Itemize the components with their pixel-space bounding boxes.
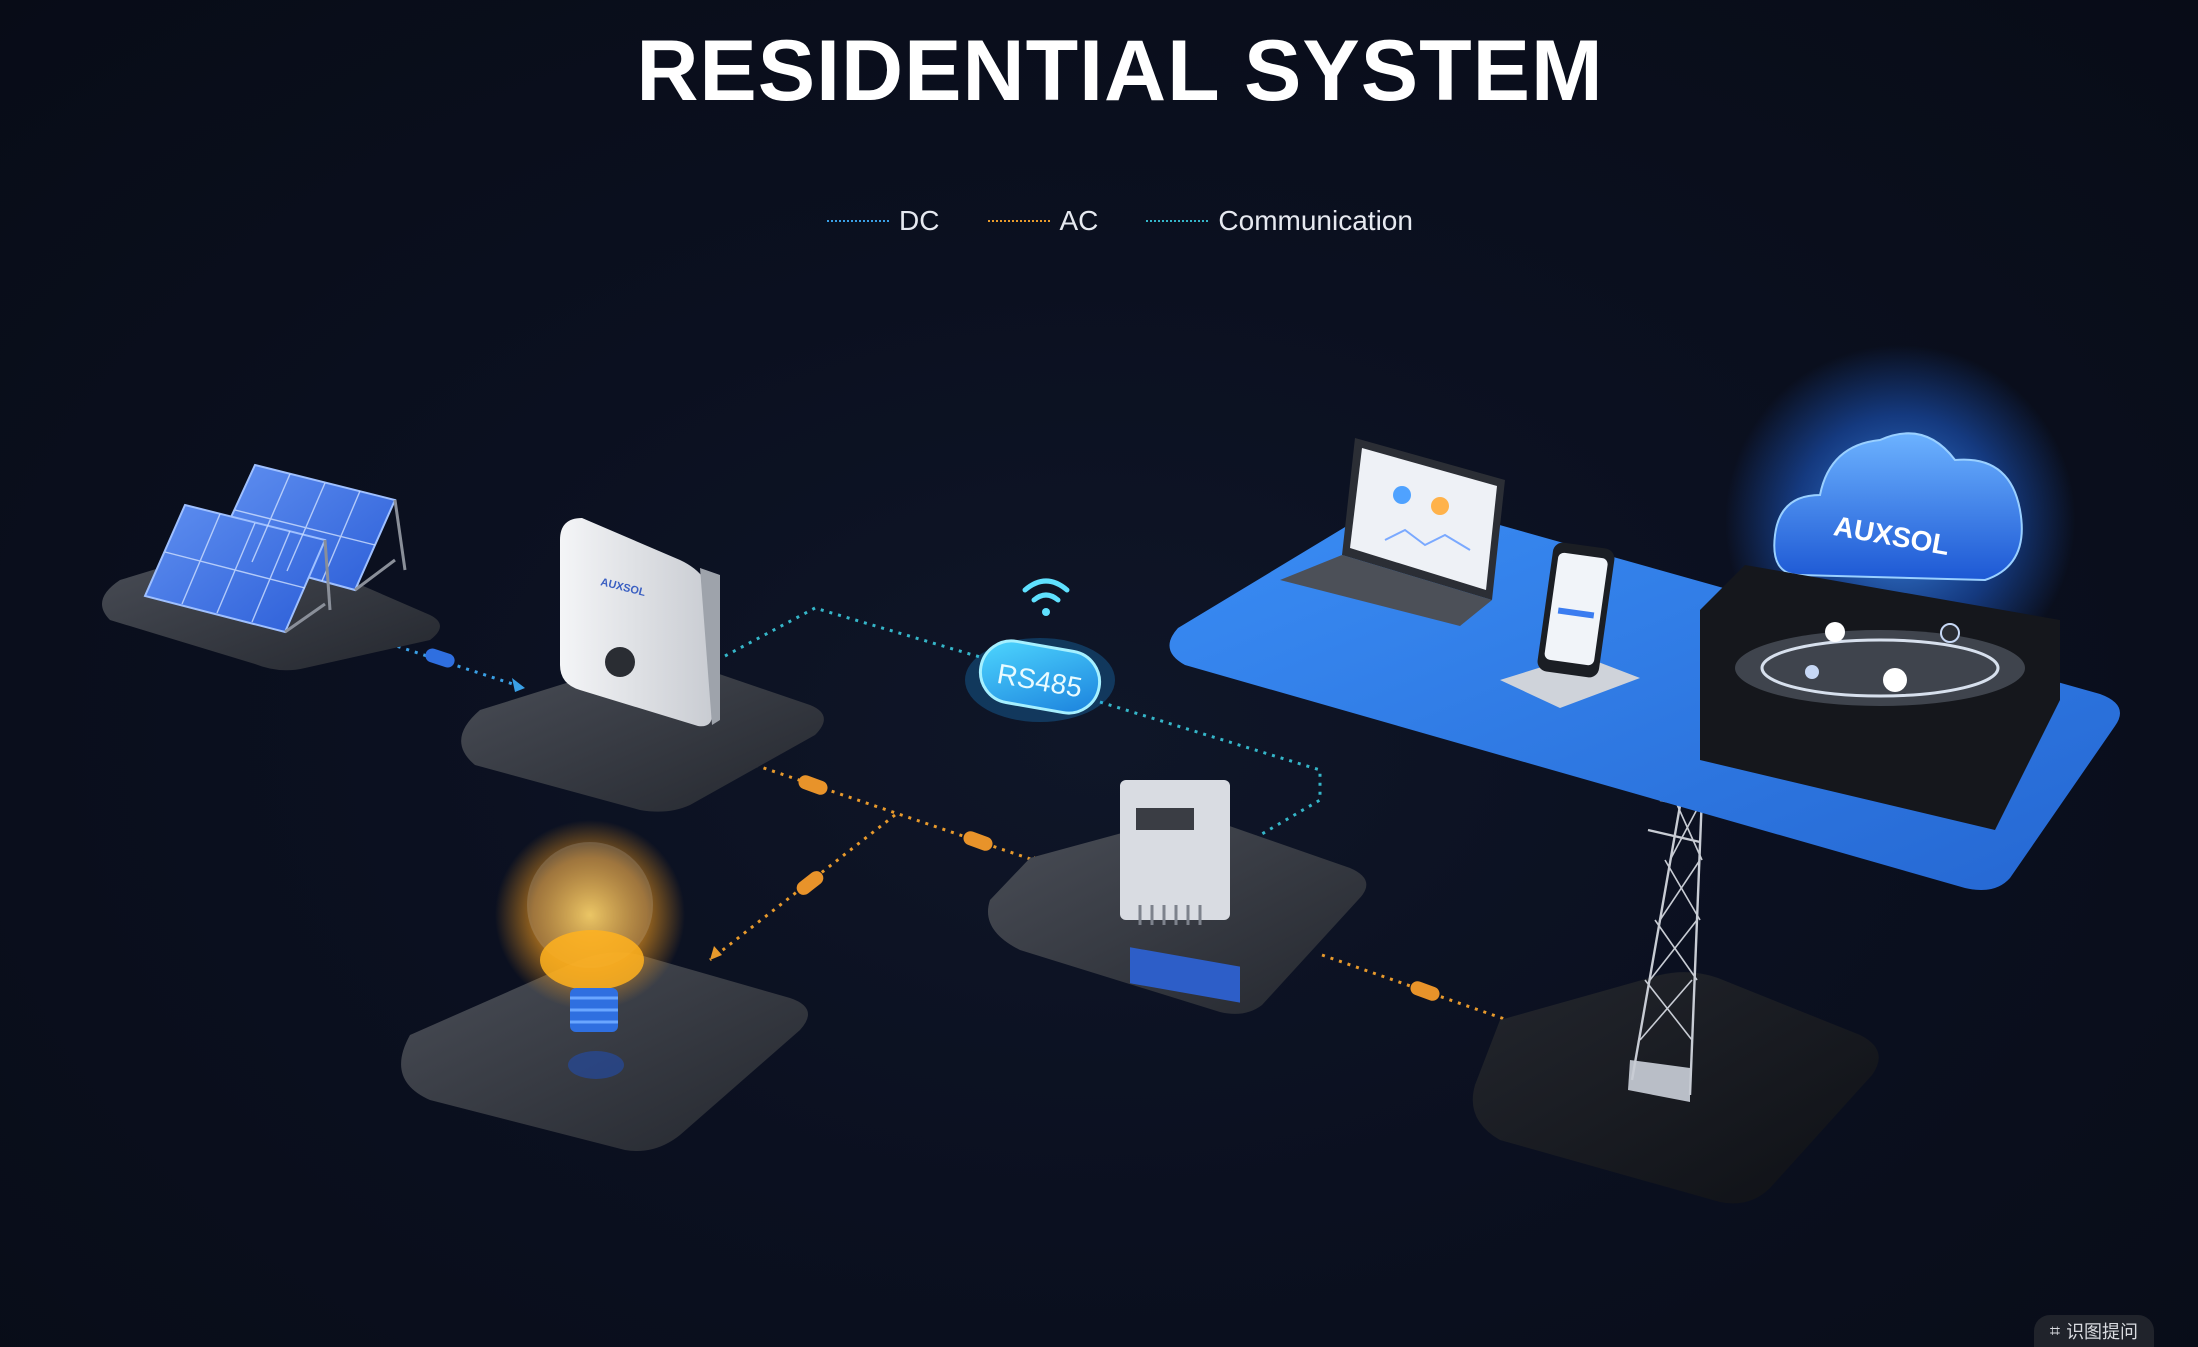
comm-line-rs485-meter <box>1099 700 1322 840</box>
corner-label: 识图提问 <box>2066 1322 2139 1342</box>
rs485-badge <box>978 639 1102 715</box>
scan-icon: ⌗ <box>2049 1320 2061 1341</box>
solar-node <box>102 463 440 671</box>
meter-node <box>988 780 1367 1014</box>
legend-item-communication: Communication <box>1146 205 1413 237</box>
ac-flow-pulse-2 <box>963 831 993 851</box>
ac-line-swatch <box>987 220 1050 222</box>
smart-meter-icon <box>1120 780 1240 1003</box>
legend-item-dc: DC <box>827 205 940 237</box>
ac-arrowhead-bulb <box>710 946 722 960</box>
legend-label-ac: AC <box>1059 205 1099 236</box>
cloud-icon <box>1773 432 2023 582</box>
legend-label-dc: DC <box>899 205 940 236</box>
dc-arrowhead <box>512 678 525 692</box>
communication-line-swatch <box>1146 220 1209 222</box>
cloud-node: AUXSOL <box>1700 345 2075 830</box>
laptop-icon <box>1280 438 1505 626</box>
rs485-node: RS485 <box>965 578 1115 722</box>
dc-line-swatch <box>827 220 890 222</box>
dc-flow-pulse <box>425 648 455 668</box>
inverter-icon: AUXSOL <box>560 518 720 727</box>
bulb-node <box>401 820 808 1151</box>
inverter-node: AUXSOL <box>461 518 824 812</box>
wifi-icon <box>1022 578 1070 616</box>
phone-icon <box>1500 542 1640 708</box>
ac-flow-pulse-3 <box>796 871 824 895</box>
inverter-platform <box>461 657 824 812</box>
page-title: RESIDENTIAL SYSTEM <box>636 23 1604 119</box>
ask-about-image-button[interactable]: ⌗ 识图提问 <box>2034 1315 2154 1347</box>
legend-label-communication: Communication <box>1218 205 1413 236</box>
cloud-base <box>1700 565 2060 830</box>
ac-flow-pulse-1 <box>798 775 828 795</box>
connection-lines <box>371 606 1531 1032</box>
ac-flow-pulse-4 <box>1410 981 1440 1001</box>
comm-line-inverter-rs485 <box>724 606 991 662</box>
legend: DC AC Communication <box>0 205 2198 237</box>
cloud-platform-node: AUXSOL <box>1169 345 2120 891</box>
solar-panel-icon <box>143 463 407 634</box>
legend-item-ac: AC <box>987 205 1099 237</box>
lightbulb-icon <box>495 820 685 1079</box>
ac-line-inverter-meter <box>754 763 1049 867</box>
